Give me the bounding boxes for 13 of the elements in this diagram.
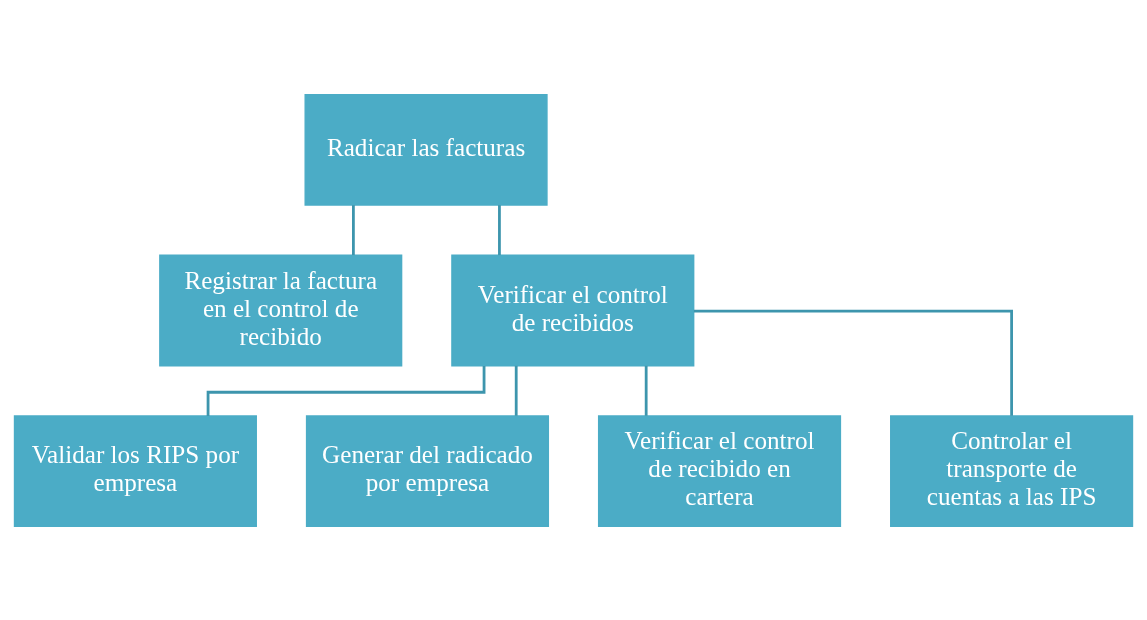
connector [693, 309, 1013, 416]
node-box: Verificar el control de recibido en cartera [597, 414, 842, 527]
node-box: Controlar el transporte de cuentas a las IPS [890, 414, 1134, 527]
connector [352, 204, 355, 255]
connector [498, 204, 501, 255]
node-box: Radicar las facturas [304, 93, 548, 206]
connector [206, 365, 486, 416]
node-box: Registrar la factura en el control de recibido [159, 254, 403, 366]
node-box: Validar los RIPS por empresa [13, 414, 257, 527]
connector [514, 365, 518, 416]
connector [644, 365, 648, 416]
node-box: Generar del radicado por empresa [305, 414, 550, 527]
node-box: Verificar el control de recibidos [451, 254, 695, 366]
